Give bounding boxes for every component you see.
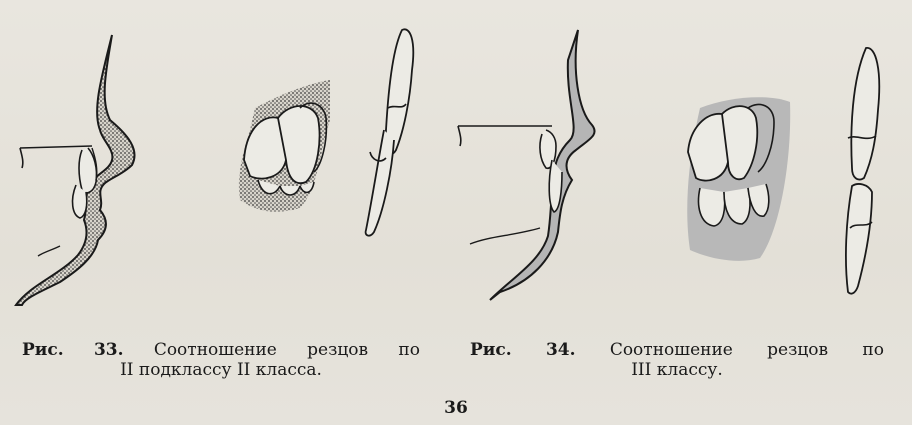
dental-illustrations (0, 0, 912, 335)
caption-word: Соотношение (154, 340, 277, 360)
caption-word: Соотношение (610, 340, 733, 360)
fig34-teeth-front (687, 97, 790, 261)
caption-word: резцов (767, 340, 828, 360)
figure-label: Рис. (470, 340, 512, 360)
figure-label: Рис. (22, 340, 64, 360)
figure-number: 33. (94, 340, 124, 360)
caption-line-2: II подклассу II класса. (22, 360, 420, 380)
page-number: 36 (0, 398, 912, 418)
fig33-profile-drawing (16, 35, 135, 305)
fig33-incisors-side (366, 29, 414, 235)
fig34-incisors-side (846, 48, 879, 294)
caption-word: по (862, 340, 884, 360)
figure-number: 34. (546, 340, 576, 360)
caption-line-1: Рис. 33. Соотношение резцов по (22, 340, 420, 360)
figure-34-caption: Рис. 34. Соотношение резцов по III класс… (470, 340, 884, 380)
caption-word: резцов (307, 340, 368, 360)
figure-33-caption: Рис. 33. Соотношение резцов по II подкла… (22, 340, 420, 380)
caption-word: по (398, 340, 420, 360)
fig33-teeth-front (239, 80, 330, 212)
fig34-profile-drawing (458, 30, 595, 300)
caption-line-2: III классу. (470, 360, 884, 380)
caption-line-1: Рис. 34. Соотношение резцов по (470, 340, 884, 360)
